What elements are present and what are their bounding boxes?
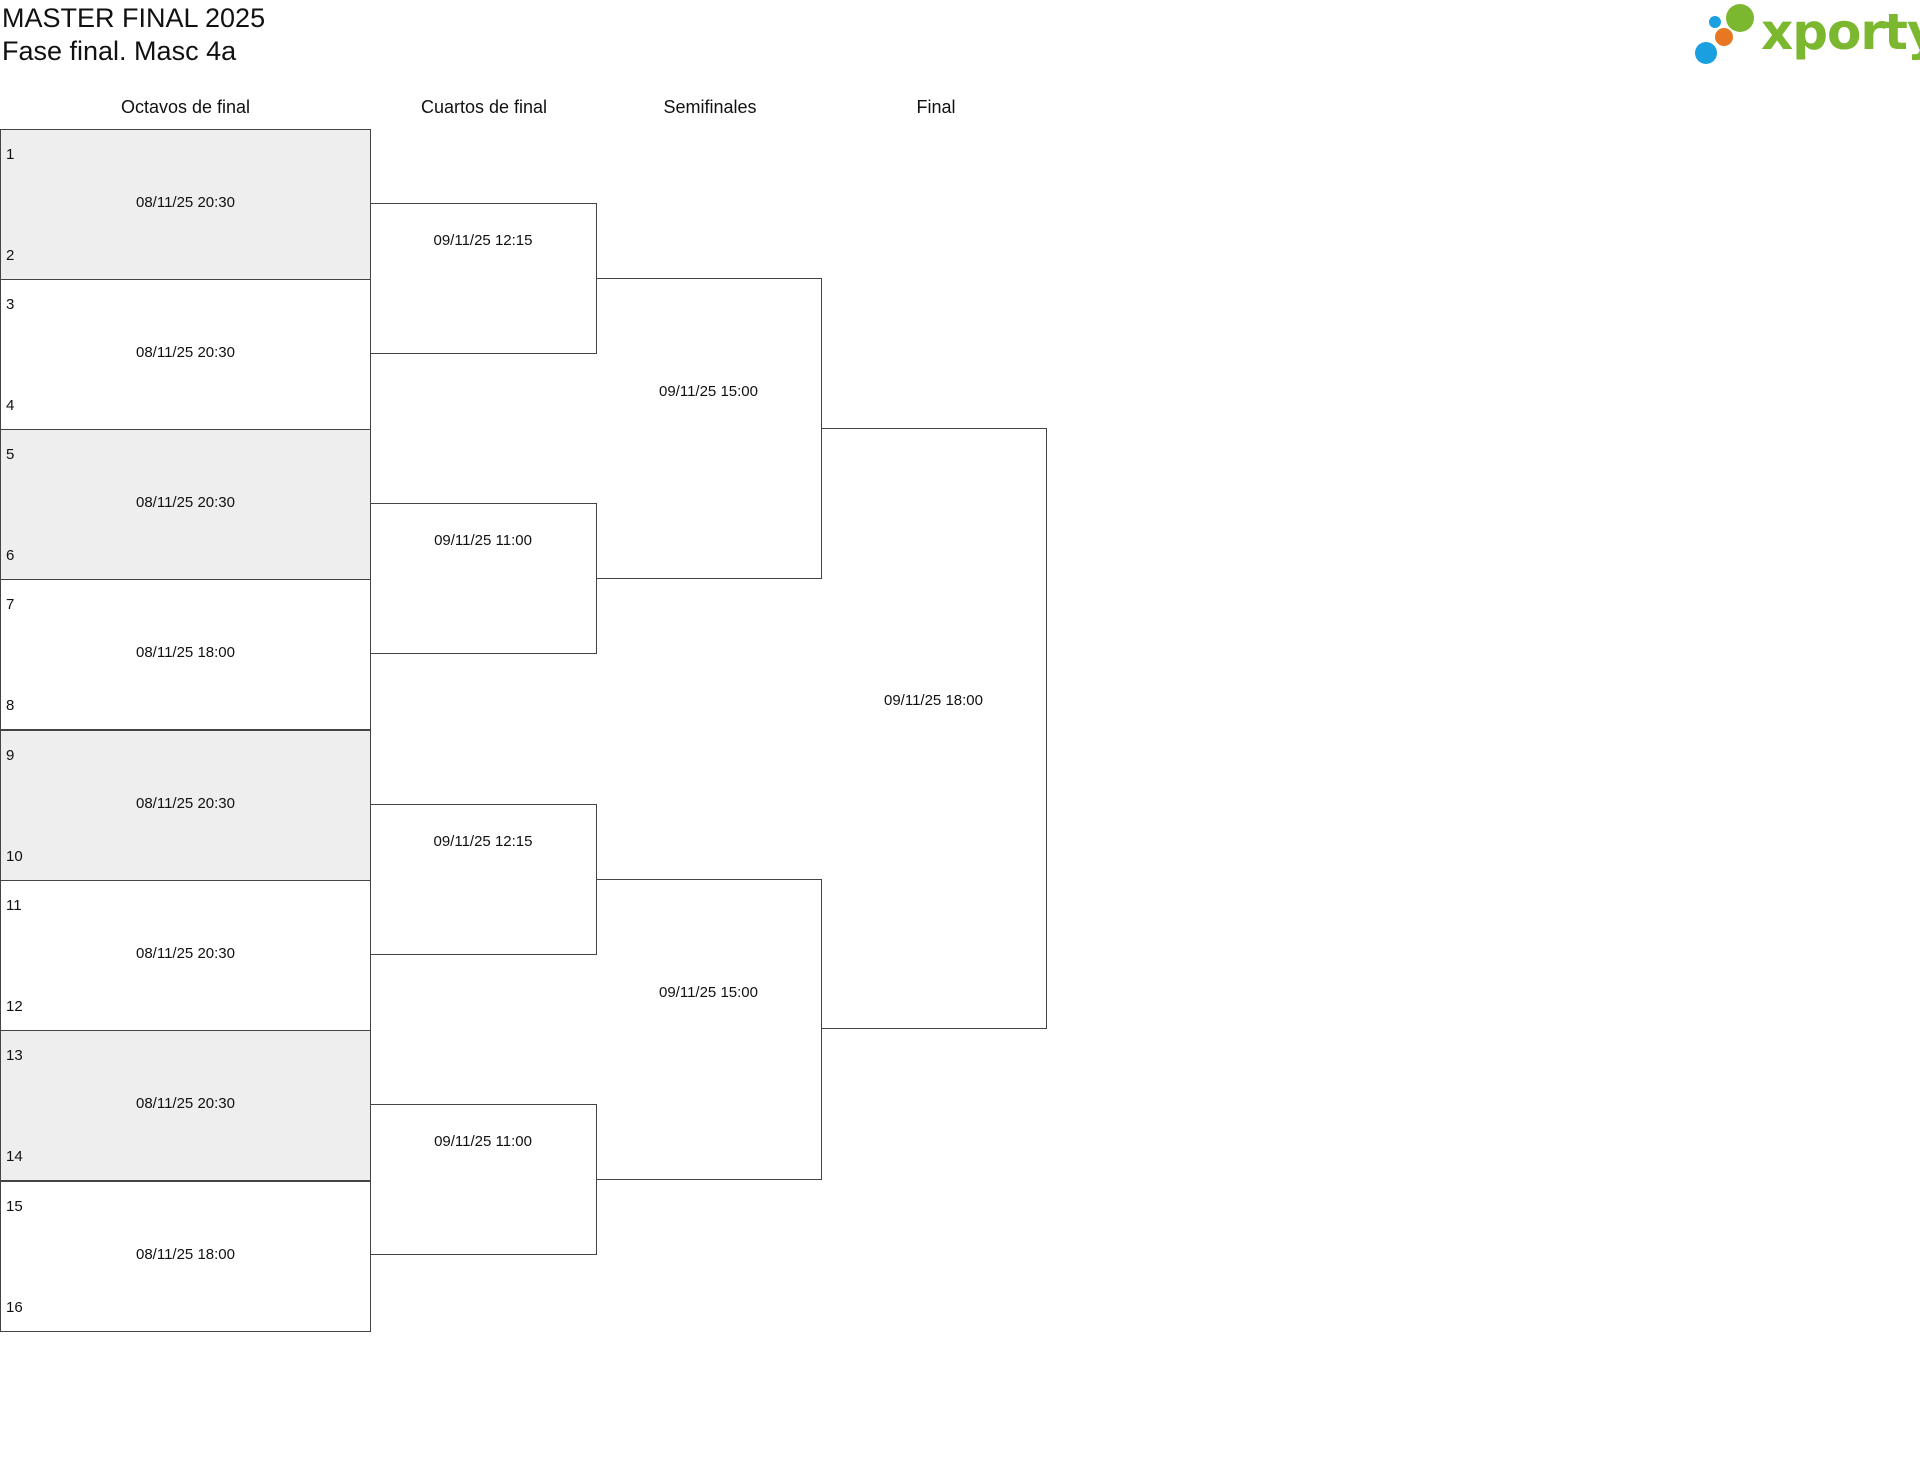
match-date: 09/11/25 15:00	[659, 383, 758, 400]
match-round-of-16: 13 08/11/25 20:30 14	[0, 1030, 371, 1181]
match-date: 08/11/25 20:30	[136, 1095, 235, 1112]
round-header-quarterfinals: Cuartos de final	[420, 97, 548, 117]
team-label: 1	[6, 146, 15, 163]
team-label: 6	[6, 547, 15, 564]
team-label: 9	[6, 747, 15, 764]
round-header-semifinals: Semifinales	[663, 97, 757, 117]
round-header-final: Final	[916, 97, 956, 117]
match-quarterfinal: 09/11/25 12:15	[370, 203, 597, 354]
xporty-logo: xporty	[1695, 3, 1920, 68]
team-label: 3	[6, 296, 15, 313]
match-date: 08/11/25 18:00	[136, 644, 235, 661]
team-label: 7	[6, 596, 15, 613]
team-label: 11	[6, 897, 22, 914]
match-date: 09/11/25 11:00	[434, 532, 532, 549]
team-label: 16	[6, 1299, 23, 1316]
logo-dot-blue-icon	[1695, 42, 1717, 64]
match-round-of-16: 3 08/11/25 20:30 4	[0, 279, 371, 430]
team-label: 10	[6, 848, 23, 865]
logo-dot-green-small-icon	[1709, 16, 1721, 28]
match-round-of-16: 7 08/11/25 18:00 8	[0, 579, 371, 730]
match-date: 09/11/25 18:00	[884, 692, 983, 709]
team-label: 13	[6, 1047, 23, 1064]
match-final: 09/11/25 18:00	[821, 428, 1047, 1029]
match-date: 08/11/25 20:30	[136, 795, 235, 812]
logo-wordmark: xporty	[1761, 3, 1920, 61]
match-round-of-16: 5 08/11/25 20:30 6	[0, 429, 371, 580]
match-quarterfinal: 09/11/25 11:00	[370, 503, 597, 654]
logo-dot-green-icon	[1726, 4, 1754, 32]
match-date: 08/11/25 20:30	[136, 494, 235, 511]
match-round-of-16: 11 08/11/25 20:30 12	[0, 880, 371, 1031]
match-date: 08/11/25 18:00	[136, 1246, 235, 1263]
match-date: 08/11/25 20:30	[136, 945, 235, 962]
match-round-of-16: 15 08/11/25 18:00 16	[0, 1181, 371, 1332]
match-date: 08/11/25 20:30	[136, 344, 235, 361]
team-label: 4	[6, 397, 15, 414]
match-date: 08/11/25 20:30	[136, 194, 235, 211]
match-date: 09/11/25 15:00	[659, 984, 758, 1001]
team-label: 8	[6, 697, 15, 714]
team-label: 12	[6, 998, 23, 1015]
match-date: 09/11/25 12:15	[433, 232, 533, 249]
team-label: 5	[6, 446, 15, 463]
page-subtitle: Fase final. Masc 4a	[2, 36, 237, 66]
team-label: 14	[6, 1148, 23, 1165]
match-round-of-16: 1 08/11/25 20:30 2	[0, 129, 371, 280]
page-title: MASTER FINAL 2025	[2, 3, 266, 33]
match-quarterfinal: 09/11/25 11:00	[370, 1104, 597, 1255]
match-semifinal: 09/11/25 15:00	[596, 879, 822, 1180]
team-label: 15	[6, 1198, 23, 1215]
match-round-of-16: 9 08/11/25 20:30 10	[0, 730, 371, 881]
match-quarterfinal: 09/11/25 12:15	[370, 804, 597, 955]
match-semifinal: 09/11/25 15:00	[596, 278, 822, 579]
match-date: 09/11/25 11:00	[434, 1133, 532, 1150]
match-date: 09/11/25 12:15	[433, 833, 533, 850]
team-label: 2	[6, 247, 15, 264]
round-header-round-of-16: Octavos de final	[120, 97, 251, 117]
logo-dot-orange-icon	[1715, 28, 1733, 46]
